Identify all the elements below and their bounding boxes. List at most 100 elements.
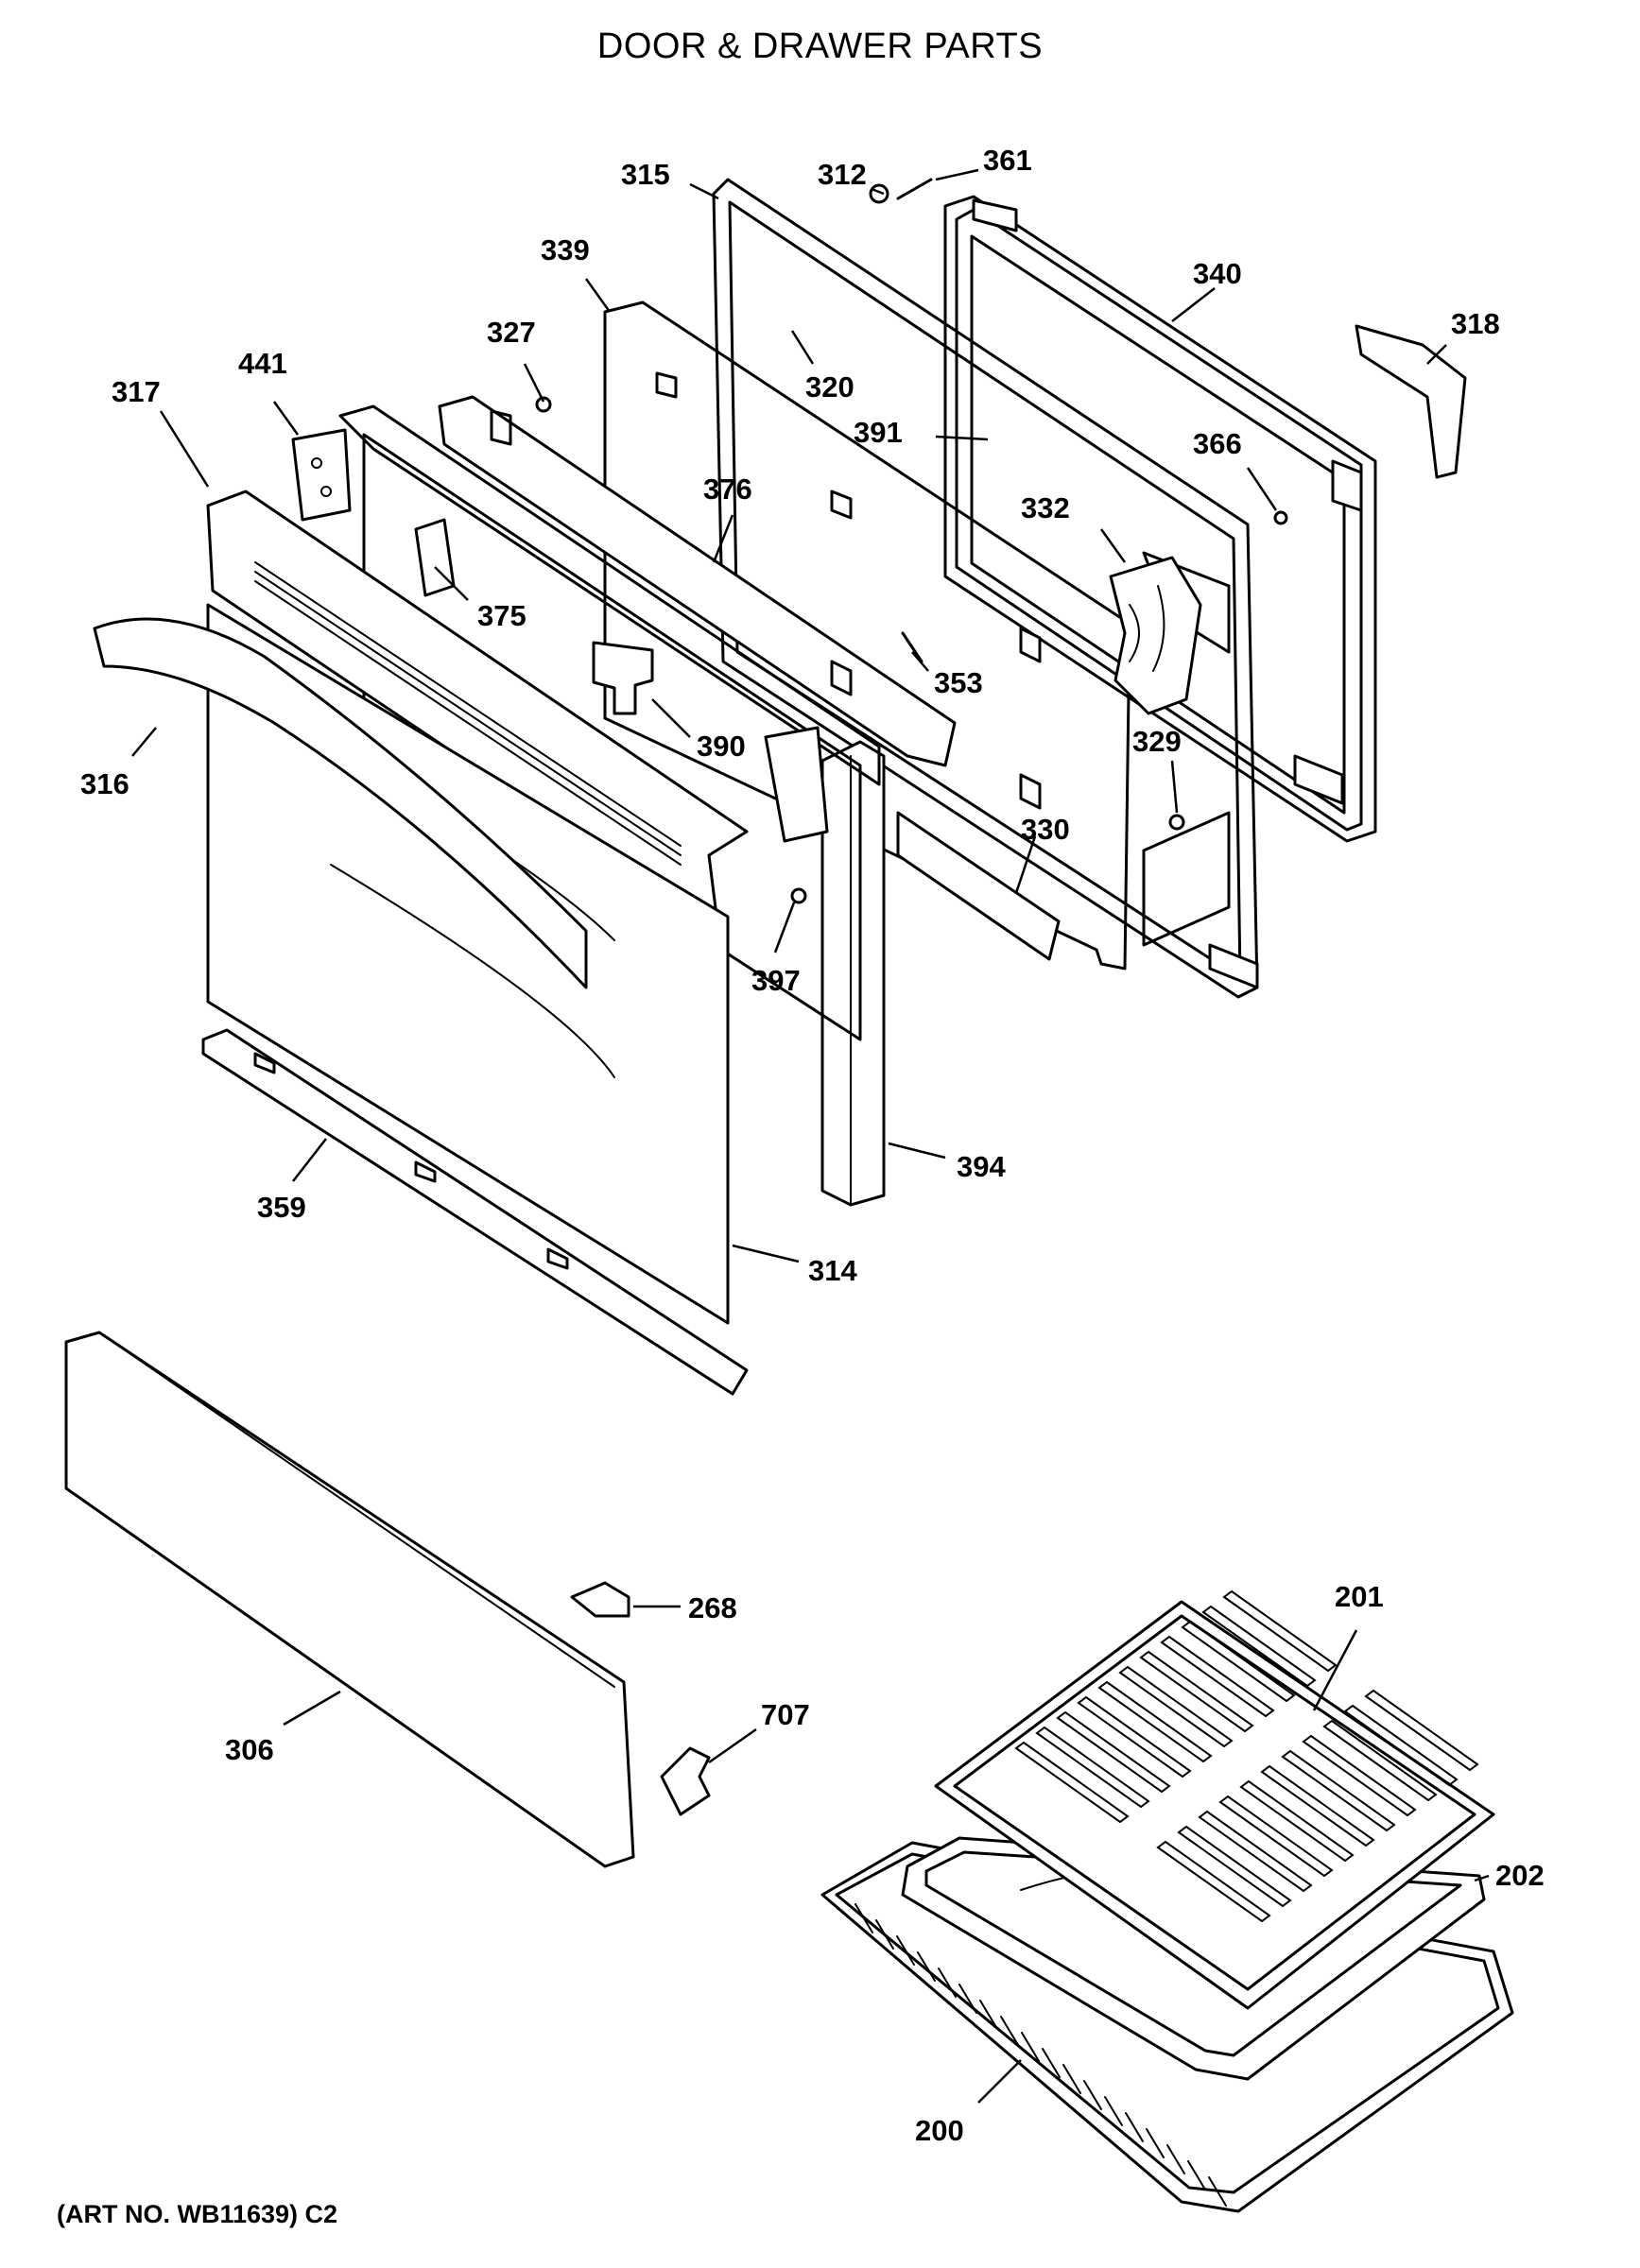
- part-screw-366: [1273, 510, 1288, 525]
- grid-slot: [1201, 1605, 1317, 1688]
- rack-wire: [875, 1919, 894, 1950]
- callout-314: 314: [808, 1254, 857, 1287]
- grid-slot: [1156, 1840, 1271, 1923]
- art-number: (ART NO. WB11639) C2: [57, 2200, 338, 2228]
- rack-wire: [1021, 2032, 1040, 2062]
- part-drawer-bracket: [660, 1746, 711, 1816]
- rack-wire: [1000, 2016, 1019, 2046]
- rack-wire: [1042, 2048, 1061, 2078]
- callout-376: 376: [703, 472, 752, 506]
- callout-359: 359: [257, 1191, 306, 1224]
- grid-slot: [1198, 1810, 1313, 1893]
- rack-wire: [1187, 2160, 1206, 2191]
- grid-slot: [1260, 1764, 1375, 1847]
- callout-318: 318: [1451, 307, 1500, 340]
- part-screw-329: [1168, 814, 1185, 831]
- callout-390: 390: [697, 730, 746, 763]
- part-insulation-block: [1109, 556, 1202, 715]
- callout-332: 332: [1021, 491, 1070, 524]
- callout-361: 361: [983, 144, 1032, 177]
- rack-wire: [938, 1967, 957, 1998]
- callout-312: 312: [818, 158, 867, 191]
- part-door-handle: [93, 617, 588, 989]
- rack-wire: [958, 1984, 977, 2014]
- grid-slot: [1139, 1650, 1254, 1733]
- grid-slot: [1281, 1749, 1396, 1832]
- callout-268: 268: [688, 1591, 737, 1624]
- part-screw-353: [901, 631, 924, 663]
- rack-wire: [1062, 2064, 1081, 2094]
- callout-320: 320: [805, 370, 855, 404]
- rack-wire: [855, 1903, 873, 1933]
- callout-353: 353: [934, 666, 983, 699]
- callout-200: 200: [915, 2114, 964, 2147]
- grid-slot: [1014, 1741, 1130, 1824]
- grid-slot: [1239, 1779, 1355, 1863]
- part-side-trim: [820, 740, 886, 1207]
- grid-slot: [1035, 1726, 1150, 1809]
- rack-wire: [1104, 2096, 1123, 2126]
- callout-306: 306: [225, 1733, 274, 1766]
- part-door-gasket-318: [1355, 324, 1467, 479]
- grid-slot: [1160, 1635, 1275, 1718]
- part-door-shield: [603, 301, 1131, 971]
- part-broiler-grid: [934, 1589, 1495, 2010]
- callout-labels: 315 312 361 339 340 318 327 320 441 317 …: [80, 144, 1545, 2147]
- callout-441: 441: [238, 347, 287, 380]
- part-inner-door-frame: [943, 195, 1377, 843]
- rack-wire: [917, 1951, 936, 1982]
- callout-leaders: [131, 168, 1490, 2104]
- callout-329: 329: [1132, 725, 1182, 758]
- part-screw-361: [896, 178, 933, 200]
- part-clip-327: [535, 396, 552, 413]
- part-broiler-rack: [820, 1841, 1514, 2213]
- part-nut-312: [869, 183, 889, 204]
- rack-wire: [1083, 2080, 1102, 2110]
- callout-201: 201: [1335, 1580, 1384, 1613]
- part-vent-trim: [206, 490, 749, 933]
- callout-397: 397: [751, 964, 801, 997]
- grid-slot: [1322, 1719, 1438, 1802]
- grid-slot: [1118, 1665, 1234, 1748]
- callout-375: 375: [477, 599, 527, 632]
- callout-394: 394: [957, 1150, 1006, 1183]
- part-screw-397: [790, 887, 807, 904]
- part-bottom-trim: [201, 1028, 749, 1396]
- fasteners: [535, 178, 1467, 904]
- rack-wire: [1166, 2144, 1185, 2174]
- grid-slot: [1181, 1620, 1296, 1703]
- part-drawer-clip: [570, 1581, 630, 1618]
- grid-slot: [1302, 1734, 1417, 1817]
- grid-slot: [1364, 1689, 1479, 1772]
- callout-391: 391: [854, 416, 903, 449]
- rack-wire: [1146, 2128, 1165, 2158]
- grid-slot: [1077, 1695, 1192, 1778]
- callout-202: 202: [1495, 1859, 1545, 1892]
- callout-327: 327: [487, 316, 536, 349]
- grid-slot: [1097, 1680, 1213, 1763]
- callout-315: 315: [621, 158, 670, 191]
- callout-366: 366: [1193, 427, 1242, 460]
- grid-slot: [1222, 1589, 1338, 1673]
- callout-330: 330: [1021, 813, 1070, 846]
- callout-316: 316: [80, 767, 129, 800]
- callout-339: 339: [541, 233, 590, 266]
- rack-wire: [896, 1935, 915, 1966]
- callout-317: 317: [112, 375, 161, 408]
- part-vent-channel: [438, 395, 957, 767]
- rack-wire: [1125, 2112, 1144, 2142]
- part-drawer-front: [64, 1331, 635, 1868]
- grid-slot: [1177, 1825, 1292, 1908]
- callout-707: 707: [761, 1698, 810, 1731]
- grid-slot: [1343, 1704, 1459, 1787]
- grid-slot: [1056, 1710, 1171, 1794]
- rack-wire: [979, 2000, 998, 2030]
- part-hinge-bracket: [291, 428, 352, 522]
- part-lower-bar: [896, 811, 1061, 961]
- rack-wire: [1208, 2176, 1227, 2207]
- callout-340: 340: [1193, 257, 1242, 290]
- grid-slot: [1218, 1795, 1334, 1878]
- diagram-title: DOOR & DRAWER PARTS: [596, 26, 1044, 66]
